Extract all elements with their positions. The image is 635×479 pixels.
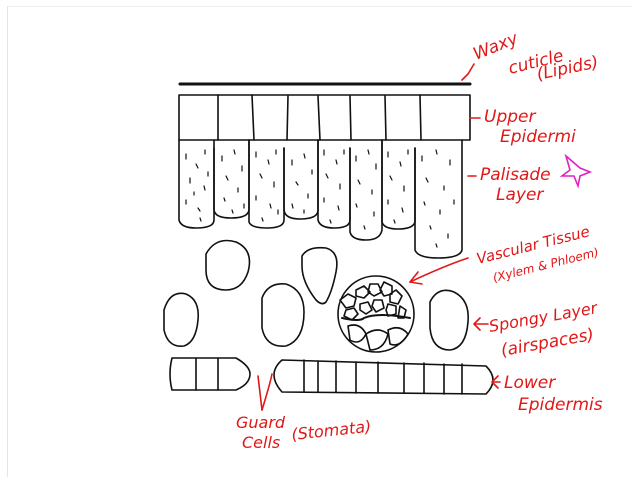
label-guard-line1: Guard bbox=[236, 413, 286, 432]
waxy-cuticle-pointer bbox=[462, 64, 474, 80]
guard-cell-pointer-left bbox=[258, 376, 262, 410]
label-upper-line2: Epidermi bbox=[500, 127, 576, 147]
label-lower-line1: Lower bbox=[504, 373, 556, 393]
vascular-tissue bbox=[338, 276, 414, 352]
label-palisade-line2: Layer bbox=[496, 185, 544, 205]
spongy-arrow bbox=[474, 318, 488, 330]
label-guard-line2: Cells bbox=[242, 433, 280, 452]
label-palisade-line1: Palisade bbox=[480, 165, 551, 185]
label-guard-line3: (Stomata) bbox=[290, 417, 372, 444]
star-icon bbox=[562, 156, 590, 186]
guard-cell-pointer-right bbox=[262, 374, 272, 410]
upper-epidermis bbox=[179, 95, 470, 140]
lower-epidermis bbox=[170, 358, 493, 394]
label-lower-line2: Epidermis bbox=[518, 395, 603, 415]
label-upper-line1: Upper bbox=[484, 107, 536, 127]
vascular-arrow bbox=[410, 258, 468, 282]
